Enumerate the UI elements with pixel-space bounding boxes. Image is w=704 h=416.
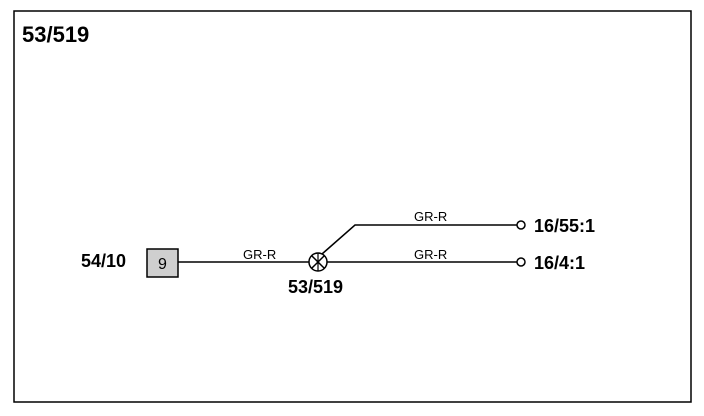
diagram-frame <box>13 10 692 403</box>
splice-label: 53/519 <box>288 277 343 297</box>
wire-color-label: GR-R <box>414 209 447 224</box>
connector-label: 54/10 <box>81 251 126 271</box>
wire-color-label: GR-R <box>414 247 447 262</box>
diagram-title: 53/519 <box>22 22 89 47</box>
terminal-icon <box>516 220 526 230</box>
wire-color-label: GR-R <box>243 247 276 262</box>
connector-pin-box <box>146 248 179 278</box>
destination-label: 16/4:1 <box>534 253 585 273</box>
destination-label: 16/55:1 <box>534 216 595 236</box>
terminal-icon <box>516 257 526 267</box>
splice-icon <box>308 252 328 272</box>
connector-pin-number: 9 <box>158 256 167 273</box>
wire-splice-to-16-55 <box>321 224 517 255</box>
